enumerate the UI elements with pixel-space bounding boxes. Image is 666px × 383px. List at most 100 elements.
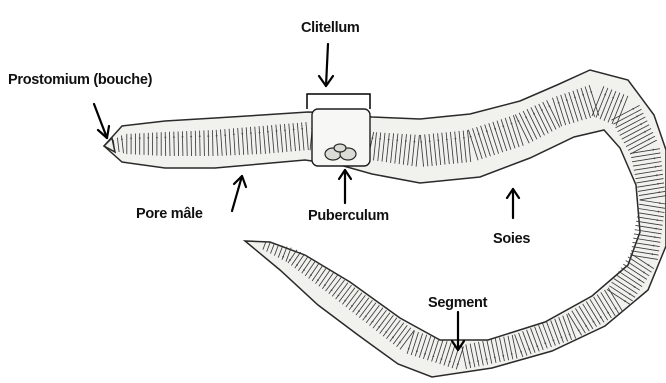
seta-dot: [437, 139, 439, 141]
segment-ring: [170, 132, 171, 156]
seta-dot: [656, 219, 658, 221]
seta-dot: [121, 139, 123, 141]
clitellum-bracket: [307, 94, 370, 109]
seta-dot: [654, 236, 656, 238]
seta-dot: [293, 129, 295, 131]
seta-dot: [558, 102, 560, 104]
seta-dot: [590, 91, 592, 93]
prostomium-arrow: [94, 104, 109, 138]
seta-dot: [654, 157, 656, 159]
seta-dot: [284, 129, 286, 131]
seta-dot: [653, 245, 655, 247]
seta-dot: [486, 358, 488, 360]
seta-dot: [399, 342, 401, 344]
seta-dot: [478, 133, 480, 135]
seta-dot: [317, 279, 319, 281]
seta-dot: [511, 353, 513, 355]
seta-dot: [259, 132, 261, 134]
label-pore-male: Pore mâle: [136, 206, 203, 222]
seta-dot: [607, 312, 609, 314]
seta-dot: [582, 94, 584, 96]
seta-dot: [624, 300, 626, 302]
clitellum-arrow: [319, 44, 333, 86]
seta-dot: [224, 134, 226, 136]
seta-dot: [494, 357, 496, 359]
seta-dot: [441, 358, 443, 360]
seta-dot: [351, 305, 353, 307]
segment-ring: [191, 131, 192, 156]
seta-dot: [301, 128, 303, 130]
seta-dot: [405, 140, 407, 142]
label-segment: Segment: [428, 295, 488, 311]
seta-dot: [604, 94, 606, 96]
seta-dot: [561, 337, 563, 339]
seta-dot: [344, 300, 346, 302]
seta-dot: [429, 140, 431, 142]
seta-dot: [518, 120, 520, 122]
seta-dot: [469, 362, 471, 364]
seta-dot: [372, 137, 374, 139]
seta-dot: [424, 353, 426, 355]
seta-dot: [643, 272, 645, 274]
seta-dot: [520, 351, 522, 353]
seta-dot: [147, 137, 149, 139]
pore-male-arrow: [232, 176, 246, 211]
seta-dot: [408, 348, 410, 350]
seta-dot: [358, 310, 360, 312]
seta-dot: [585, 325, 587, 327]
seta-dot: [528, 348, 530, 350]
seta-dot: [432, 356, 434, 358]
seta-dot: [446, 139, 448, 141]
label-prostomium: Prostomium (bouche): [8, 72, 153, 88]
seta-dot: [276, 130, 278, 132]
seta-dot: [640, 123, 642, 125]
seta-dot: [139, 137, 141, 139]
seta-dot: [385, 331, 387, 333]
seta-dot: [644, 131, 646, 133]
seta-dot: [566, 99, 568, 101]
seta-dot: [420, 141, 422, 143]
seta-dot: [303, 269, 305, 271]
seta-dot: [477, 360, 479, 362]
seta-dot: [207, 135, 209, 137]
seta-dot: [173, 136, 175, 138]
seta-dot: [216, 135, 218, 137]
seta-dot: [455, 138, 457, 140]
seta-dot: [658, 211, 660, 213]
seta-dot: [600, 316, 602, 318]
seta-dot: [233, 134, 235, 136]
seta-dot: [190, 136, 192, 138]
segment-ring: [213, 130, 214, 156]
seta-dot: [536, 345, 538, 347]
seta-dot: [658, 191, 660, 193]
seta-dot: [379, 138, 381, 140]
seta-dot: [659, 202, 661, 204]
seta-dot: [165, 137, 167, 139]
seta-dot: [511, 123, 513, 125]
seta-dot: [553, 339, 555, 341]
seta-dot: [541, 109, 543, 111]
seta-dot: [636, 116, 638, 118]
seta-dot: [392, 336, 394, 338]
segment-ring: [165, 132, 166, 156]
seta-dot: [296, 264, 298, 266]
segment-ring: [187, 131, 188, 156]
seta-dot: [199, 135, 201, 137]
label-soies: Soies: [493, 231, 530, 247]
seta-dot: [612, 97, 614, 99]
seta-dot: [414, 141, 416, 143]
seta-dot: [494, 128, 496, 130]
seta-dot: [378, 326, 380, 328]
seta-dot: [615, 308, 617, 310]
seta-dot: [620, 100, 622, 102]
seta-dot: [574, 97, 576, 99]
seta-dot: [463, 137, 465, 139]
seta-dot: [632, 108, 634, 110]
seta-dot: [372, 321, 374, 323]
seta-dot: [657, 183, 659, 185]
seta-dot: [502, 125, 504, 127]
seta-dot: [502, 355, 504, 357]
seta-dot: [525, 117, 527, 119]
seta-dot: [656, 174, 658, 176]
seta-dot: [655, 166, 657, 168]
